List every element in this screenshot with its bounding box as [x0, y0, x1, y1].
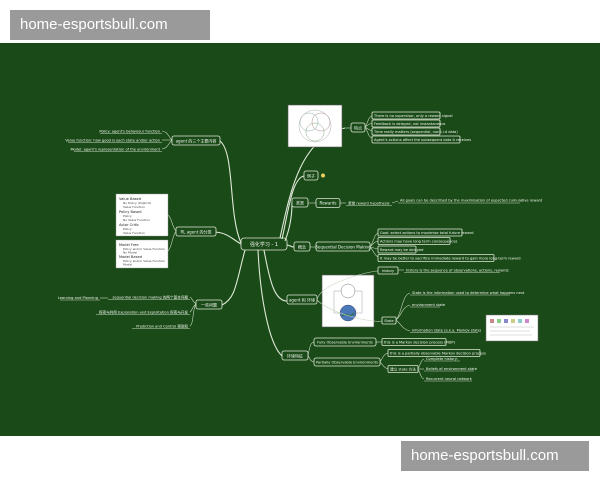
- rl-class-model-free: Model Free: [119, 243, 139, 247]
- agent-env-diagram-image: [321, 274, 375, 328]
- watermark-bottom: home-esportsbull.com: [401, 441, 589, 471]
- problem-learning-planning: Learning and Planning: [58, 296, 98, 300]
- rl-class-item: Policy and/or Value Function: [123, 247, 165, 251]
- fully-observable-desc: this is a Markov decision process (MDP): [381, 338, 456, 346]
- rl-class-item: Policy: [123, 214, 132, 218]
- agent-part-policy: Policy: agent's behaviour function: [99, 130, 160, 134]
- fully-observable-node[interactable]: Fully Observable Environments: [313, 337, 377, 347]
- branch-concepts[interactable]: 概念: [293, 241, 311, 252]
- rl-class-policy-based: Policy Based: [119, 210, 142, 214]
- center-label: 强化学习 - 1: [250, 241, 278, 248]
- concept-item-1: Goal: select actions to maximise total f…: [380, 231, 474, 235]
- info-state: information state (a.k.a. Markov state): [412, 329, 482, 333]
- rl-class-item: No Policy (Implicit): [123, 201, 151, 205]
- center-node[interactable]: 强化学习 - 1: [240, 237, 288, 251]
- history-node[interactable]: history: [377, 266, 399, 275]
- concept-item-3: Reward may be delayed: [380, 248, 423, 252]
- characteristic-2: Feedback is delayed, not instantaneous: [374, 122, 446, 126]
- mindmap-svg: .br { fill:none; stroke:#dfe8d8; stroke-…: [58, 104, 542, 382]
- rl-class-item: No Value Function: [123, 218, 150, 222]
- rl-class-item: Value Function: [123, 231, 145, 235]
- build-item-history: Complete history:: [426, 357, 458, 361]
- rl-class-model-based: Model Based: [119, 255, 142, 259]
- branch-agent-env[interactable]: agent 和 环境: [286, 294, 318, 305]
- characteristic-items: There is no supervisor, only a reward si…: [371, 111, 471, 144]
- history-label: history: [382, 269, 395, 273]
- rewards-node[interactable]: Rewards: [315, 198, 341, 208]
- state-desc: State is the information used to determi…: [412, 291, 525, 295]
- build-item-beliefs: Beliefs of environment state: [426, 367, 478, 371]
- state-label: State: [384, 319, 394, 323]
- markov-image: [485, 314, 539, 342]
- note-icon: [321, 173, 325, 178]
- branch-concepts-label: 概念: [298, 244, 306, 250]
- branch-rewards[interactable]: 奖赏: [291, 197, 309, 208]
- build-state-node[interactable]: 建立 state 方法: [387, 365, 419, 373]
- branch-rewards-label: 奖赏: [296, 200, 304, 206]
- sequential-decision-node[interactable]: Sequential Decision Making: [315, 241, 371, 252]
- concept-items: Goal: select actions to maximise total f…: [377, 228, 521, 262]
- rl-class-item: Policy: [123, 227, 132, 231]
- branch-characteristics[interactable]: 特点: [350, 122, 366, 133]
- branch-env-types-label: 环境特征: [287, 353, 303, 359]
- state-node[interactable]: State: [381, 316, 397, 325]
- rl-class-item: Model: [123, 263, 132, 267]
- mindmap-canvas: .br { fill:none; stroke:#dfe8d8; stroke-…: [0, 43, 600, 436]
- env-state: environment state: [412, 303, 446, 307]
- partially-observable-node[interactable]: Partially Observable Environments: [313, 357, 381, 367]
- branch-examples[interactable]: 例子: [303, 170, 319, 181]
- branch-rl-classes[interactable]: RL agent 的分类: [175, 226, 217, 237]
- rl-classes-panel-2: Model Free Policy and/or Value Function …: [115, 239, 169, 269]
- partially-observable-desc: this is a partially observable Markov de…: [387, 349, 486, 357]
- branch-examples-label: 例子: [307, 173, 315, 179]
- branch-rl-classes-label: RL agent 的分类: [180, 229, 211, 235]
- rl-class-item: No Model: [123, 251, 137, 255]
- agent-part-model: Model: agent's representation of the env…: [70, 148, 160, 152]
- problem-sequential: sequential decision making 的两个基本问题: [113, 295, 189, 300]
- watermark-top: home-esportsbull.com: [10, 10, 210, 40]
- build-state-label: 建立 state 方法: [390, 367, 416, 372]
- characteristic-3: Time really matters (sequential, non i.i…: [373, 130, 458, 134]
- agent-part-value: Value function: how good is each state a…: [65, 139, 160, 143]
- characteristic-4: Agent's actions affect the subsequent da…: [374, 138, 471, 142]
- venn-diagram-image: [287, 104, 343, 148]
- sequential-decision-label: Sequential Decision Making: [315, 245, 371, 250]
- branch-problems[interactable]: 一些问题: [195, 299, 223, 310]
- branch-problems-label: 一些问题: [201, 302, 217, 308]
- rl-class-item: Policy and/or Value Function: [123, 259, 165, 263]
- branch-agent-parts[interactable]: agent 的三个主要内容: [171, 135, 221, 146]
- reward-hypothesis: 奖赏 reward hypothesis: [348, 201, 390, 206]
- build-item-rnn: Recurrent neural network: [426, 377, 473, 381]
- concept-item-2: Actions may have long term consequences: [380, 240, 458, 244]
- history-desc: history is the sequence of observations,…: [406, 269, 509, 273]
- rl-class-item: Value Function: [123, 205, 145, 209]
- rewards-node-label: Rewards: [320, 201, 337, 206]
- rl-classes-panel-1: Value Based No Policy (Implicit) Value F…: [115, 193, 169, 237]
- fully-observable-desc-text: this is a Markov decision process (MDP): [384, 341, 456, 345]
- branch-characteristics-label: 特点: [354, 125, 362, 131]
- rl-class-actor-critic: Actor Critic: [119, 223, 139, 227]
- rl-class-value-based: Value Based: [119, 197, 141, 201]
- characteristic-1: There is no supervisor, only a reward si…: [373, 114, 452, 118]
- partially-observable-label: Partially Observable Environments: [316, 361, 378, 365]
- branch-env-types[interactable]: 环境特征: [281, 350, 309, 361]
- branch-agent-env-label: agent 和 环境: [289, 297, 315, 303]
- partially-observable-desc-text: this is a partially observable Markov de…: [390, 352, 486, 356]
- fully-observable-label: Fully Observable Environments: [317, 341, 373, 345]
- problem-prediction-control: Prediction and Control 预测和: [136, 324, 188, 329]
- reward-hypothesis-desc: All goals can be described by the maximi…: [400, 199, 542, 203]
- problem-exploration: 探索与利用 Exploration and Exploitation 探索与开发: [99, 310, 188, 315]
- branch-agent-parts-label: agent 的三个主要内容: [176, 138, 217, 144]
- concept-item-4: It may be better to sacrifice immediate …: [380, 257, 521, 261]
